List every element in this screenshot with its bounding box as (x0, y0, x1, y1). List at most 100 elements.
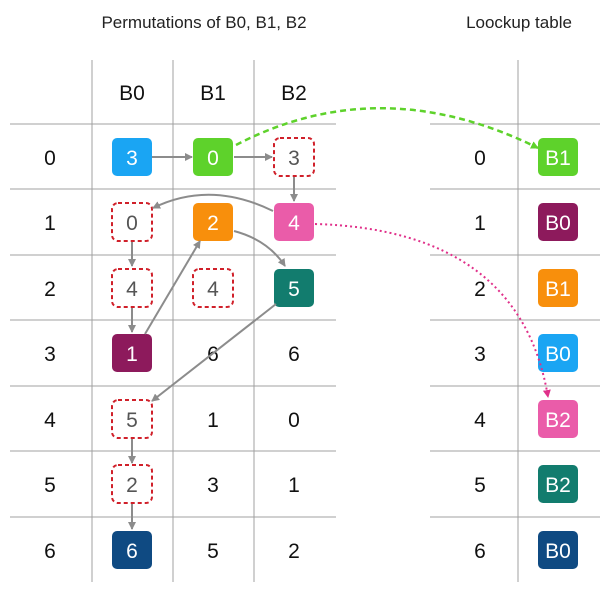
dashed-box (273, 137, 315, 177)
lookup-title: Loockup table (466, 13, 572, 32)
colored-box (193, 138, 233, 176)
cell-value: 4 (126, 278, 138, 301)
cell-value: 3 (288, 147, 300, 170)
cell-value: 5 (288, 278, 300, 301)
table-cell: 1 (112, 334, 152, 372)
table-cell: 5 (274, 269, 314, 307)
lookup-cell: B2 (538, 465, 578, 503)
colored-box (274, 203, 314, 241)
row-label: 0 (44, 147, 56, 170)
arrow (144, 240, 201, 335)
colored-box (538, 465, 578, 503)
cell-value: 2 (288, 540, 300, 563)
colored-box (538, 334, 578, 372)
colored-box (538, 531, 578, 569)
dashed-box (111, 399, 153, 439)
cell-value: B1 (545, 147, 571, 170)
row-label: 6 (44, 540, 56, 563)
cell-value: 4 (288, 212, 300, 235)
table-cell: 2 (111, 464, 153, 504)
row-label: 2 (44, 278, 56, 301)
lookup-cell: B1 (538, 269, 578, 307)
colored-box (538, 138, 578, 176)
column-header: B0 (119, 82, 145, 105)
cell-value: 0 (207, 147, 219, 170)
lookup-row-label: 5 (474, 474, 486, 497)
table-cell: 4 (192, 268, 234, 308)
lookup-row-label: 4 (474, 409, 486, 432)
pink-link-arrow (314, 223, 551, 398)
column-headers: B0 B1 B2 0 0 1 1 2 2 3 3 4 4 5 5 6 6 (44, 82, 486, 563)
dashed-box (111, 464, 153, 504)
cell-value: 1 (207, 409, 219, 432)
table-cell: 1 (207, 409, 219, 432)
arrows (128, 107, 551, 530)
lookup-row-label: 2 (474, 278, 486, 301)
green-link-arrow (235, 107, 539, 150)
row-label: 3 (44, 343, 56, 366)
colored-box (538, 203, 578, 241)
colored-box (538, 269, 578, 307)
cell-value: 6 (288, 343, 300, 366)
lookup-row-label: 1 (474, 212, 486, 235)
cell-value: 3 (126, 147, 138, 170)
cell-value: B0 (545, 212, 571, 235)
cell-value: 1 (288, 474, 300, 497)
cell-value: B2 (545, 474, 571, 497)
cell-value: B0 (545, 540, 571, 563)
colored-box (538, 400, 578, 438)
dashed-box (111, 268, 153, 308)
dashed-box (111, 202, 153, 242)
cell-value: 1 (126, 343, 138, 366)
colored-box (274, 269, 314, 307)
table-cell: 6 (112, 531, 152, 569)
arrow (152, 193, 274, 212)
cell-value: 3 (207, 474, 219, 497)
lookup-row-label: 3 (474, 343, 486, 366)
table-cell: 0 (193, 138, 233, 176)
colored-box (112, 531, 152, 569)
cell-value: 5 (207, 540, 219, 563)
lookup-cell: B2 (538, 400, 578, 438)
table-cell: 3 (273, 137, 315, 177)
colored-box (112, 334, 152, 372)
table-cell: 3 (112, 138, 152, 176)
table-cell: 5 (207, 540, 219, 563)
cell-value: 2 (207, 212, 219, 235)
column-header: B2 (281, 82, 307, 105)
table-cell: 1 (288, 474, 300, 497)
lookup-cell: B0 (538, 334, 578, 372)
lookup-cell: B1 (538, 138, 578, 176)
table-cell: 0 (111, 202, 153, 242)
cell-value: 4 (207, 278, 219, 301)
colored-box (193, 203, 233, 241)
table-cell: 2 (288, 540, 300, 563)
cell-value: 2 (126, 474, 138, 497)
table-cell: 0 (288, 409, 300, 432)
cell-value: 0 (288, 409, 300, 432)
cell-value: 6 (126, 540, 138, 563)
lookup-cell: B0 (538, 531, 578, 569)
row-label: 5 (44, 474, 56, 497)
table-cell: 3 (207, 474, 219, 497)
permutations-title: Permutations of B0, B1, B2 (101, 13, 306, 32)
column-header: B1 (200, 82, 226, 105)
table-cell: 2 (193, 203, 233, 241)
table-cell: 5 (111, 399, 153, 439)
cell-value: 5 (126, 409, 138, 432)
lookup-cell: B0 (538, 203, 578, 241)
colored-box (112, 138, 152, 176)
lookup-row-label: 6 (474, 540, 486, 563)
row-label: 1 (44, 212, 56, 235)
table-cell: 4 (111, 268, 153, 308)
cell-value: B1 (545, 278, 571, 301)
cell-value: B0 (545, 343, 571, 366)
table-cell: 4 (274, 203, 314, 241)
cell-value: B2 (545, 409, 571, 432)
arrow (233, 230, 286, 267)
dashed-box (192, 268, 234, 308)
row-label: 4 (44, 409, 56, 432)
